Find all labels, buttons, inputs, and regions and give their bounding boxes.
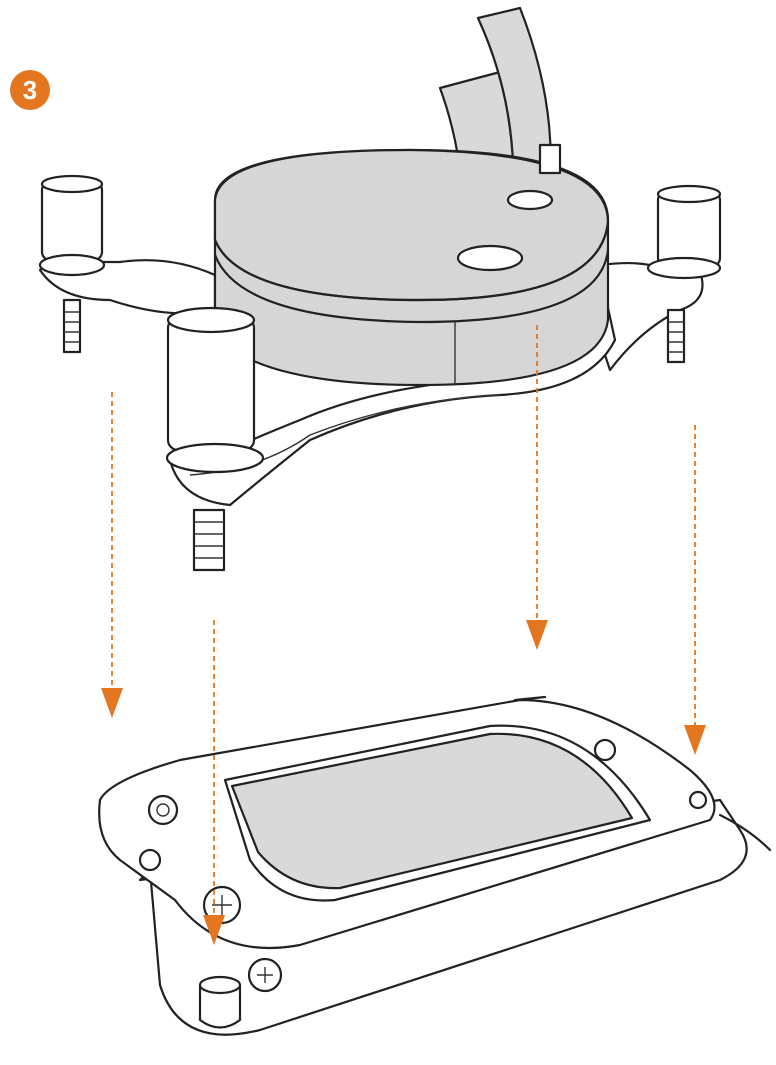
down-arrow-icon [101, 688, 123, 718]
thumb-screw-back [538, 143, 562, 175]
down-arrow-icon [203, 915, 225, 945]
down-arrow-icon [684, 725, 706, 755]
thumb-screw-left [38, 174, 106, 354]
step-number-badge: 3 [10, 70, 50, 110]
down-arrow-icon [526, 620, 548, 650]
cpu-socket [98, 695, 772, 1036]
cpu-water-block-pump [213, 148, 610, 387]
thumb-screw-front [165, 306, 265, 572]
thumb-screw-right [646, 184, 722, 364]
alignment-guides [101, 325, 706, 945]
